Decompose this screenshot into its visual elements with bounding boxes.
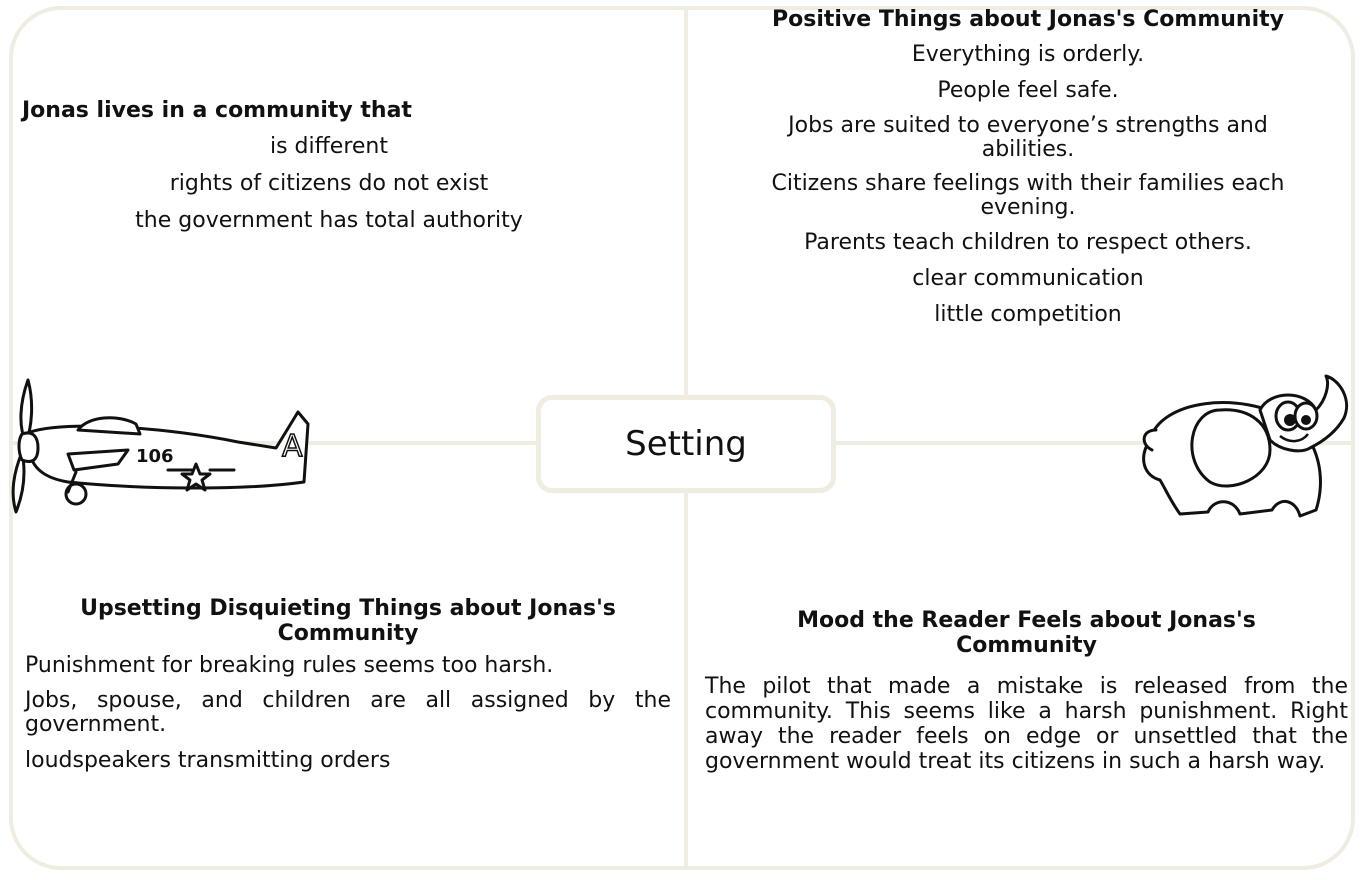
mood-paragraph: The pilot that made a mistake is release…: [705, 674, 1348, 774]
quadrant-positive: Positive Things about Jonas's Community …: [708, 7, 1348, 328]
positive-item: clear communication: [912, 266, 1144, 291]
positive-item: Everything is orderly.: [911, 42, 1145, 67]
community-item: is different: [269, 134, 388, 159]
vertical-divider-top: [684, 10, 688, 395]
center-title: Setting: [625, 424, 747, 464]
community-heading: Jonas lives in a community that: [22, 98, 412, 123]
quadrant-upsetting: Upsetting Disquieting Things about Jonas…: [25, 596, 671, 774]
upsetting-heading: Upsetting Disquieting Things about Jonas…: [80, 596, 616, 646]
horizontal-divider-left: [13, 441, 536, 445]
upsetting-item: Jobs, spouse, and children are all assig…: [25, 688, 671, 737]
positive-item: People feel safe.: [937, 78, 1119, 103]
upsetting-item: Punishment for breaking rules seems too …: [25, 653, 554, 678]
community-item: rights of citizens do not exist: [169, 171, 489, 196]
center-box: Setting: [536, 395, 836, 493]
positive-item: Jobs are suited to everyone’s strengths …: [788, 113, 1268, 162]
quadrant-mood: Mood the Reader Feels about Jonas's Comm…: [705, 608, 1348, 774]
positive-item: Citizens share feelings with their famil…: [771, 171, 1285, 220]
vertical-divider-bottom: [684, 493, 688, 869]
positive-item: little competition: [934, 302, 1122, 327]
mood-heading: Mood the Reader Feels about Jonas's Comm…: [797, 608, 1256, 658]
positive-heading: Positive Things about Jonas's Community: [772, 7, 1284, 32]
quadrant-community: Jonas lives in a community that is diffe…: [22, 98, 612, 234]
airplane-icon: 106 A: [11, 378, 310, 514]
positive-item: Parents teach children to respect others…: [804, 230, 1252, 255]
community-item: the government has total authority: [135, 208, 523, 233]
upsetting-item: loudspeakers transmitting orders: [25, 748, 391, 773]
organizer-frame: [9, 6, 1355, 870]
horizontal-divider-right: [836, 441, 1354, 445]
elephant-icon: [1142, 374, 1349, 518]
airplane-number: 106: [136, 446, 174, 467]
airplane-tail-letter: A: [282, 429, 303, 464]
